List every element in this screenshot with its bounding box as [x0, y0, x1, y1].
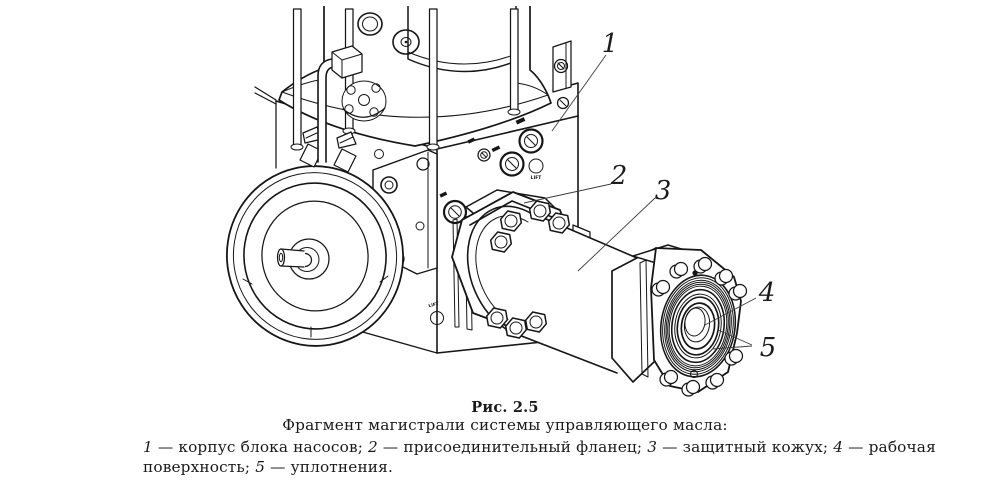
stud — [714, 268, 734, 286]
stud — [724, 348, 744, 366]
cylinder-body — [407, 6, 517, 73]
hex-bolt — [547, 212, 571, 234]
callout-4: 4 — [758, 278, 776, 308]
end-flange — [611, 244, 748, 397]
sleeve-collar — [466, 205, 533, 330]
legend-line-1: 1 — корпус блока насосов; 2 — присоедини… — [143, 438, 936, 456]
end-flange-side — [611, 247, 657, 383]
port-screw-d — [442, 199, 468, 225]
tie-rod — [507, 8, 521, 116]
cylinder-port — [392, 29, 420, 55]
stud — [705, 372, 725, 390]
hex-bolt — [499, 210, 523, 232]
port-label-marks — [439, 117, 526, 198]
flange-studs — [651, 256, 748, 397]
hydraulic-cylinder-assembly — [278, 6, 572, 151]
pipe-union-fitting — [331, 45, 363, 79]
tie-rod — [426, 8, 440, 151]
figure-title: Фрагмент магистрали системы управляющего… — [282, 416, 728, 434]
bore-depth-edge — [684, 307, 706, 337]
locating-pin — [692, 270, 698, 276]
hex-bolt — [528, 200, 552, 222]
port-screw-b — [499, 151, 525, 177]
figure-legend: 1 — корпус блока насосов; 2 — присоедини… — [143, 438, 936, 477]
stud — [669, 261, 689, 279]
stud — [659, 369, 679, 387]
flange-hex-bolts — [485, 200, 571, 339]
stud — [681, 379, 701, 397]
rim-ticks — [242, 275, 389, 338]
protective-sleeve — [505, 212, 645, 381]
stud — [728, 283, 748, 301]
pump-end-cover — [226, 126, 404, 347]
cylinder-port — [357, 12, 383, 36]
four-bolt-flange — [341, 80, 387, 122]
callout-2: 2 — [610, 161, 628, 191]
pipe-elbow-fitting — [333, 131, 357, 173]
tie-rod — [290, 8, 304, 151]
callouts: 1 2 3 4 5 — [523, 29, 777, 363]
callout-5: 5 — [760, 333, 777, 363]
leader-line-3 — [577, 197, 656, 272]
lift-hole-front — [430, 311, 444, 325]
hex-bolt — [485, 307, 509, 329]
port-screw-a — [518, 128, 544, 154]
figure-number: Рис. 2.5 — [471, 399, 539, 416]
lift-hole-right — [528, 158, 544, 174]
mount-plate — [552, 40, 572, 93]
stud — [651, 279, 671, 297]
callout-3: 3 — [655, 176, 672, 206]
hex-bolt — [524, 311, 548, 333]
pipe-assembly — [317, 45, 387, 163]
leader-line-1 — [551, 54, 607, 132]
stud — [693, 256, 713, 274]
dowel-pin — [374, 149, 384, 159]
hex-bolt — [489, 231, 513, 253]
seal-rings — [659, 274, 737, 378]
leader-line-5 — [711, 329, 753, 350]
port-screw-c — [477, 148, 491, 162]
lift-label-right: LIFT — [531, 175, 541, 181]
leader-line-4 — [704, 297, 757, 326]
lift-label-front: LIFT — [428, 301, 440, 309]
top-face-screw — [556, 96, 570, 110]
callout-1: 1 — [602, 29, 619, 59]
shaft-hub — [276, 238, 330, 280]
legend-line-2: поверхность; 5 — уплотнения. — [143, 457, 393, 476]
leader-line-2 — [523, 183, 612, 204]
hex-bolt — [504, 317, 528, 339]
